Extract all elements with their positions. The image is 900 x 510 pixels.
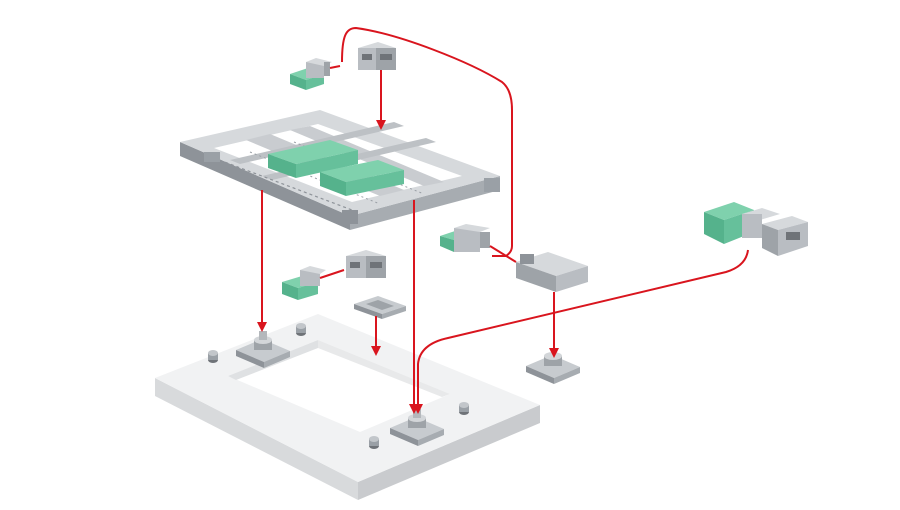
bolt-4 (369, 436, 379, 449)
green-block-1 (268, 140, 358, 178)
adapter-plate (354, 296, 406, 319)
clamping-module-base-left (236, 331, 290, 368)
line-top-air (341, 26, 513, 257)
clamping-module-base-right (390, 409, 444, 446)
bolt-1 (208, 350, 218, 363)
pneumatic-unit-top (290, 58, 332, 90)
bolt-3 (459, 402, 469, 415)
line-right-pneu (489, 245, 517, 263)
green-block-2 (320, 160, 404, 196)
bolt-2 (296, 323, 306, 336)
pneumatic-unit-right (440, 224, 490, 252)
clamp-block-top (358, 42, 396, 70)
baseplate-frame (155, 314, 540, 500)
slide-unit (516, 252, 588, 292)
line-mid-air (319, 269, 345, 279)
line-top-air-2 (329, 65, 341, 69)
connector-lines (257, 26, 749, 414)
actuator-assembly (704, 202, 808, 256)
clamp-block-middle (346, 250, 386, 278)
pneumatic-unit-middle (282, 266, 326, 300)
pallet-frame (180, 110, 500, 230)
clamping-module-standalone (526, 352, 580, 384)
line-actuator-to-base (413, 249, 749, 414)
